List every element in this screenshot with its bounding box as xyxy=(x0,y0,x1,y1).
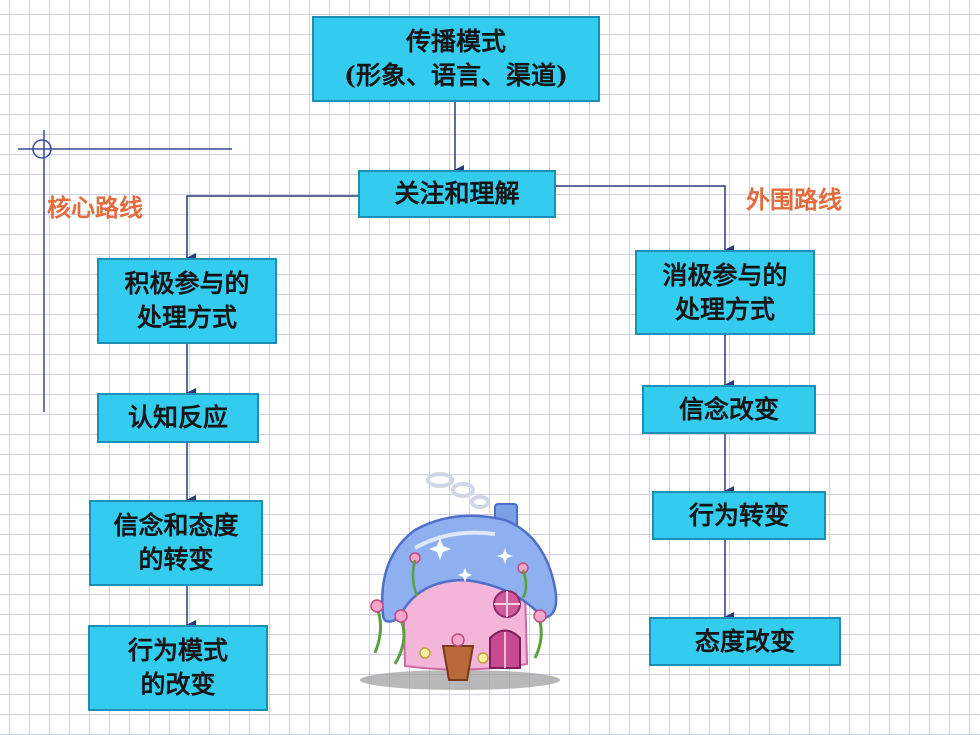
attitude-change-box: 态度改变 xyxy=(649,617,841,666)
peripheral-route-label: 外围路线 xyxy=(746,185,842,214)
communication-mode-box: 传播模式 (形象、语言、渠道) xyxy=(312,16,600,102)
belief-attitude-change-box: 信念和态度 的转变 xyxy=(89,500,263,586)
arrow-attention-to-right xyxy=(556,185,734,255)
central-route-label: 核心路线 xyxy=(47,193,143,222)
cottage-house-illustration xyxy=(360,472,560,690)
attention-understanding-box: 关注和理解 xyxy=(358,170,556,218)
cognitive-response-box: 认知反应 xyxy=(97,393,259,443)
behavior-pattern-change-box: 行为模式 的改变 xyxy=(88,625,268,711)
behavior-change-box: 行为转变 xyxy=(652,491,826,540)
arrow-attention-to-left xyxy=(186,195,358,263)
active-processing-box: 积极参与的 处理方式 xyxy=(97,258,277,344)
belief-change-box: 信念改变 xyxy=(642,385,816,434)
passive-processing-box: 消极参与的 处理方式 xyxy=(635,250,815,335)
